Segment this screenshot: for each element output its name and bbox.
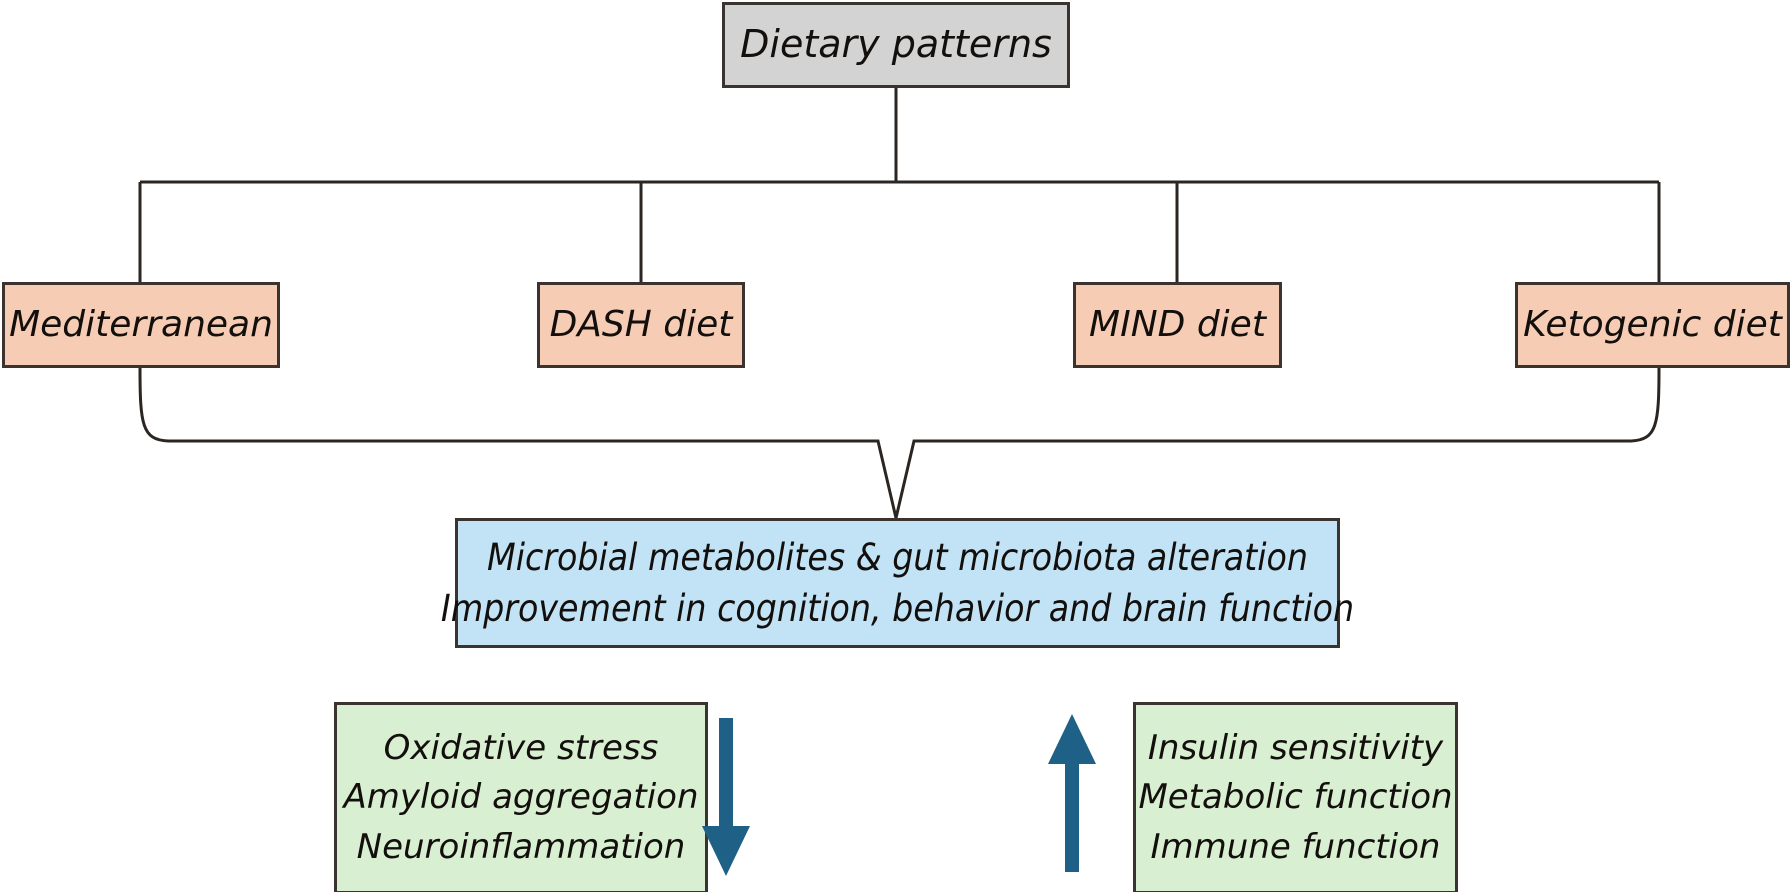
outcome-line-1: Microbial metabolites & gut microbiota a… — [487, 535, 1308, 579]
decrease-line-1: Oxidative stress — [383, 727, 659, 768]
node-decreased-effects[interactable]: Oxidative stress Amyloid aggregation Neu… — [334, 702, 708, 892]
decrease-line-3: Neuroinflammation — [356, 826, 686, 867]
increase-line-3: Immune function — [1150, 826, 1441, 867]
node-dash-diet[interactable]: DASH diet — [537, 282, 745, 368]
decrease-line-2: Amyloid aggregation — [343, 777, 699, 818]
increase-line-2: Metabolic function — [1138, 777, 1453, 818]
node-label: Dietary patterns — [740, 22, 1052, 67]
down-arrow-icon — [702, 718, 750, 876]
node-mediterranean[interactable]: Mediterranean — [2, 282, 280, 368]
node-dietary-patterns[interactable]: Dietary patterns — [722, 2, 1070, 88]
node-label: Mediterranean — [9, 303, 273, 345]
node-label: Ketogenic diet — [1523, 303, 1782, 345]
node-label: MIND diet — [1089, 303, 1266, 345]
node-microbiota-outcome[interactable]: Microbial metabolites & gut microbiota a… — [441, 518, 1354, 648]
node-ketogenic-diet[interactable]: Ketogenic diet — [1515, 282, 1790, 368]
increase-line-1: Insulin sensitivity — [1147, 727, 1444, 768]
outcome-line-2: Improvement in cognition, behavior and b… — [440, 587, 1355, 630]
node-label: DASH diet — [549, 303, 733, 345]
node-increased-effects[interactable]: Insulin sensitivity Metabolic function I… — [1133, 702, 1458, 892]
node-mind-diet[interactable]: MIND diet — [1073, 282, 1282, 368]
up-arrow-icon — [1048, 714, 1096, 872]
